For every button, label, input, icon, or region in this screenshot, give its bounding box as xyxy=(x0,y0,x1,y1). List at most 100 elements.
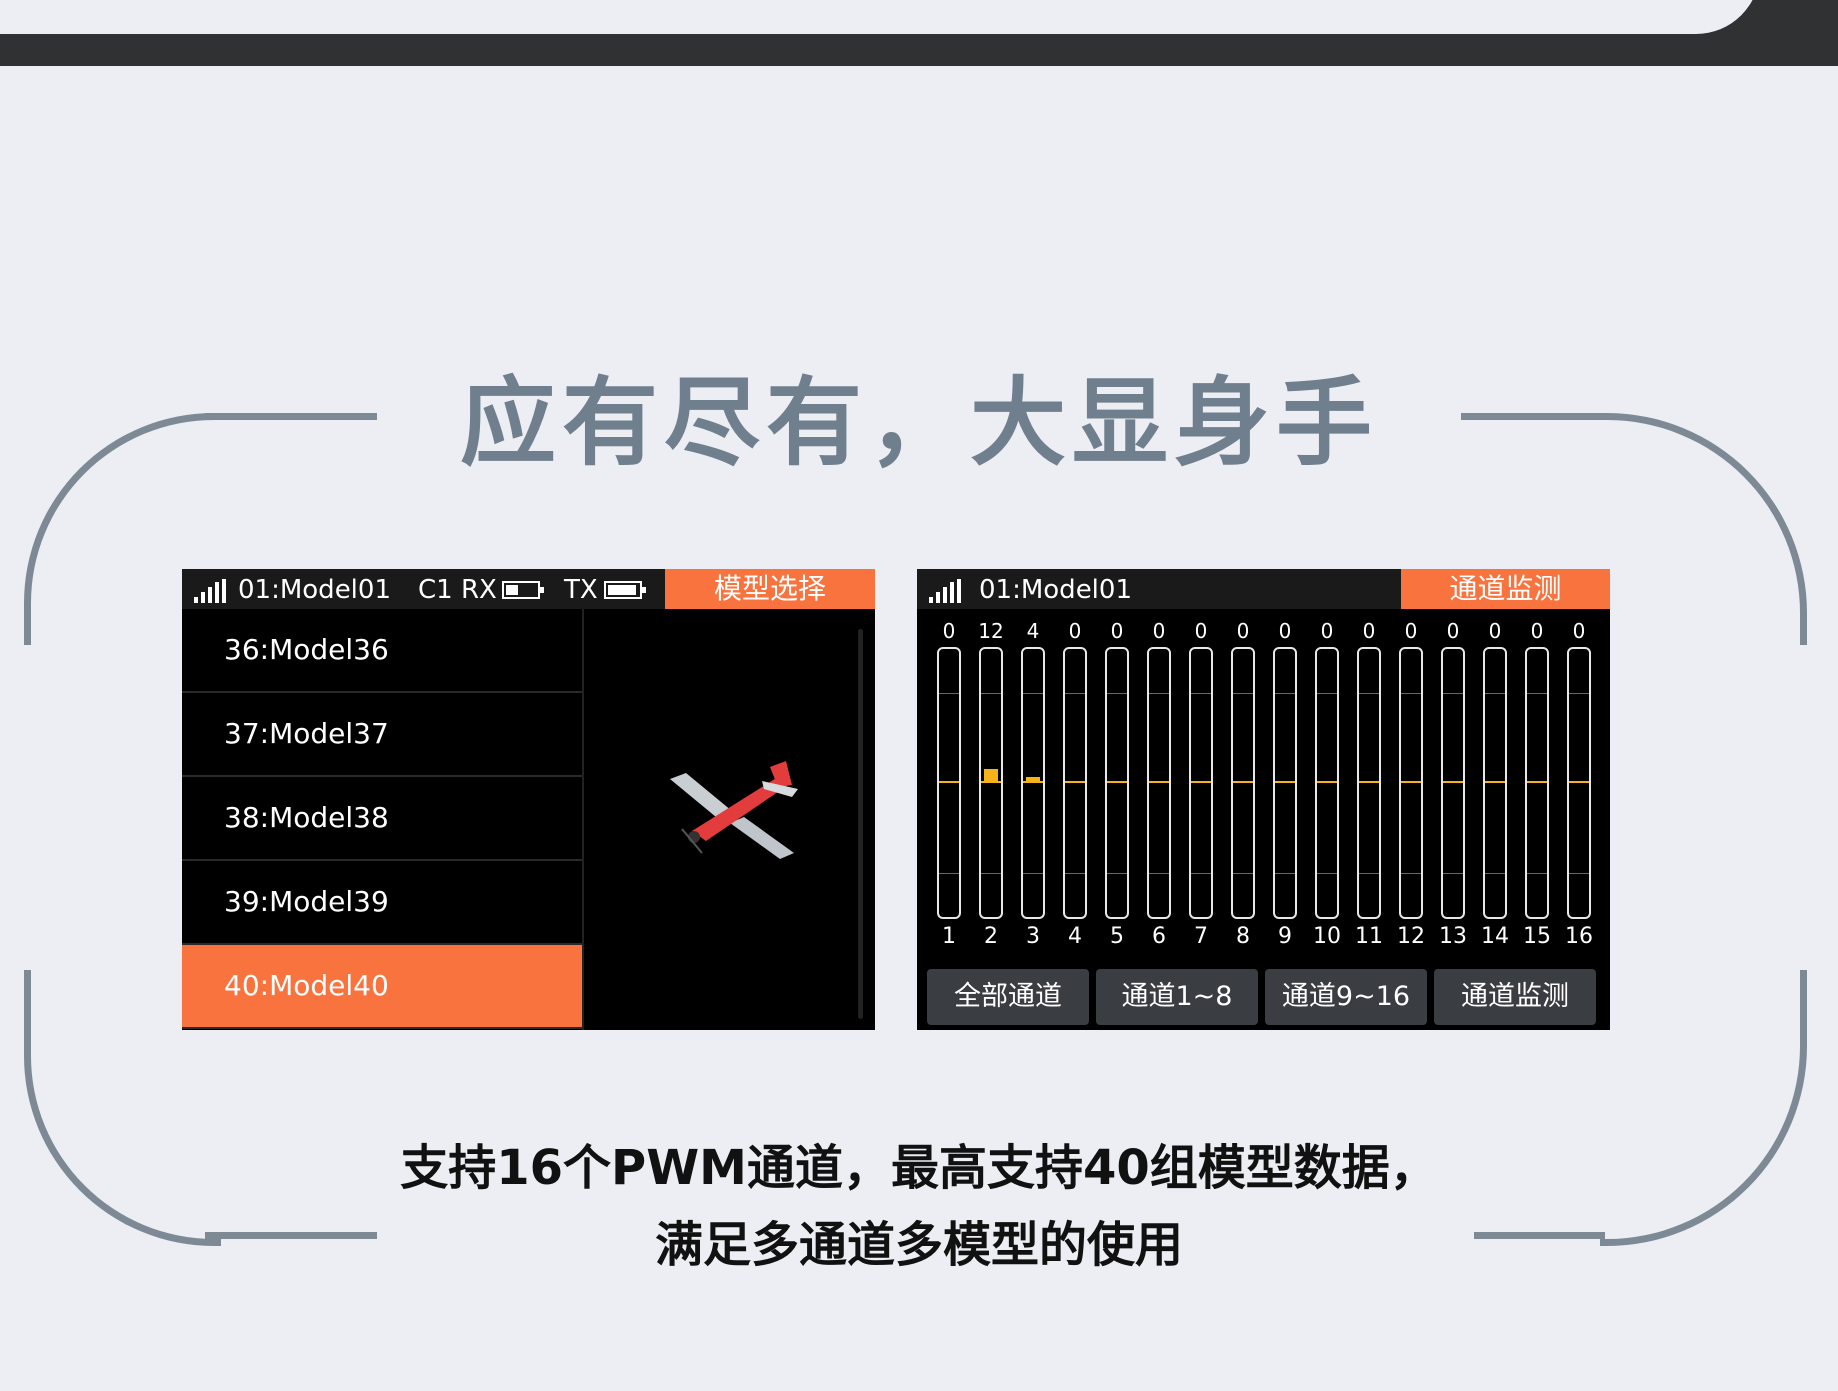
channel-value: 0 xyxy=(942,619,956,643)
channel-track xyxy=(1315,647,1339,919)
channel-center-line xyxy=(1443,781,1463,783)
caption-line-1: 支持16个PWM通道，最高支持40组模型数据， xyxy=(400,1140,1438,1196)
channel-tick xyxy=(1443,693,1463,694)
channel-value: 0 xyxy=(1236,619,1250,643)
channel-center-line xyxy=(1359,781,1379,783)
tab-model-select[interactable]: 模型选择 xyxy=(665,569,875,609)
channel-value: 0 xyxy=(1068,619,1082,643)
model-list: 36:Model36 37:Model37 38:Model38 39:Mode… xyxy=(182,609,584,1030)
channel-track xyxy=(937,647,961,919)
channel-tick xyxy=(1485,873,1505,874)
page-headline: 应有尽有，大显身手 xyxy=(460,367,1378,479)
channel-tick xyxy=(1107,693,1127,694)
model-select-screen: 01:Model01 C1 RX TX 模型选择 36:Model36 37:M… xyxy=(182,569,875,1030)
channel-track xyxy=(979,647,1003,919)
channel-monitor-button[interactable]: 通道监测 xyxy=(1434,969,1596,1025)
channel-center-line xyxy=(1107,781,1127,783)
channel-number: 15 xyxy=(1523,924,1551,949)
channel-center-line xyxy=(939,781,959,783)
channel-tick xyxy=(1233,873,1253,874)
channel-number: 10 xyxy=(1313,924,1341,949)
channels-9-16-button[interactable]: 通道9~16 xyxy=(1265,969,1427,1025)
channel-tick xyxy=(1275,693,1295,694)
model-item[interactable]: 36:Model36 xyxy=(182,609,582,693)
channel-column: 0 15 xyxy=(1517,609,1557,949)
channel-track xyxy=(1105,647,1129,919)
channel-tick xyxy=(1569,693,1589,694)
channel-tick xyxy=(1401,693,1421,694)
channel-tick xyxy=(1443,873,1463,874)
channel-value: 0 xyxy=(1446,619,1460,643)
channel-value: 0 xyxy=(1278,619,1292,643)
channel-tick xyxy=(1527,693,1547,694)
channel-bar xyxy=(984,769,998,781)
channel-number: 6 xyxy=(1152,924,1166,949)
channel-tick xyxy=(981,873,1001,874)
channel-track xyxy=(1021,647,1045,919)
channel-value: 0 xyxy=(1572,619,1586,643)
channel-number: 9 xyxy=(1278,924,1292,949)
channel-track xyxy=(1399,647,1423,919)
channel-number: 2 xyxy=(984,924,998,949)
channel-tick xyxy=(981,693,1001,694)
channel-tick xyxy=(1359,873,1379,874)
channel-tick xyxy=(1485,693,1505,694)
top-banner xyxy=(0,0,1838,66)
channel-center-line xyxy=(1065,781,1085,783)
model-name: 01:Model01 xyxy=(238,575,391,605)
airplane-icon xyxy=(670,761,798,859)
channel-value: 0 xyxy=(1530,619,1544,643)
channel-center-line xyxy=(1317,781,1337,783)
frame-line-bottom-left xyxy=(205,1232,377,1239)
channel-center-line xyxy=(1527,781,1547,783)
channel-center-line xyxy=(1485,781,1505,783)
channel-number: 8 xyxy=(1236,924,1250,949)
channel-tick xyxy=(1275,873,1295,874)
model-item[interactable]: 38:Model38 xyxy=(182,777,582,861)
channel-value: 0 xyxy=(1194,619,1208,643)
channel-value: 0 xyxy=(1110,619,1124,643)
channel-tick xyxy=(939,873,959,874)
channel-value: 4 xyxy=(1026,619,1040,643)
channel-value: 0 xyxy=(1362,619,1376,643)
model-item-selected[interactable]: 40:Model40 xyxy=(182,945,582,1029)
channel-tick xyxy=(1527,873,1547,874)
channel-track xyxy=(1357,647,1381,919)
channel-number: 5 xyxy=(1110,924,1124,949)
channel-center-line xyxy=(1191,781,1211,783)
channel-tick xyxy=(1065,873,1085,874)
rx-battery-icon xyxy=(502,581,544,599)
channel-center-line xyxy=(1569,781,1589,783)
channel-number: 14 xyxy=(1481,924,1509,949)
channel-tick xyxy=(1359,693,1379,694)
model-name: 01:Model01 xyxy=(979,575,1132,605)
channel-center-line xyxy=(1275,781,1295,783)
model-item[interactable]: 39:Model39 xyxy=(182,861,582,945)
channel-value: 0 xyxy=(1152,619,1166,643)
channel-center-line xyxy=(1149,781,1169,783)
channel-tick xyxy=(1149,693,1169,694)
channels-1-8-button[interactable]: 通道1~8 xyxy=(1096,969,1258,1025)
channel-tick xyxy=(1107,873,1127,874)
all-channels-button[interactable]: 全部通道 xyxy=(927,969,1089,1025)
channel-track xyxy=(1483,647,1507,919)
channel-track xyxy=(1231,647,1255,919)
scrollbar[interactable] xyxy=(858,629,863,1019)
tab-channel-monitor[interactable]: 通道监测 xyxy=(1401,569,1610,609)
model-item[interactable]: 37:Model37 xyxy=(182,693,582,777)
channel-track xyxy=(1063,647,1087,919)
channel-number: 1 xyxy=(942,924,956,949)
signal-icon xyxy=(194,579,230,603)
channel-track xyxy=(1525,647,1549,919)
